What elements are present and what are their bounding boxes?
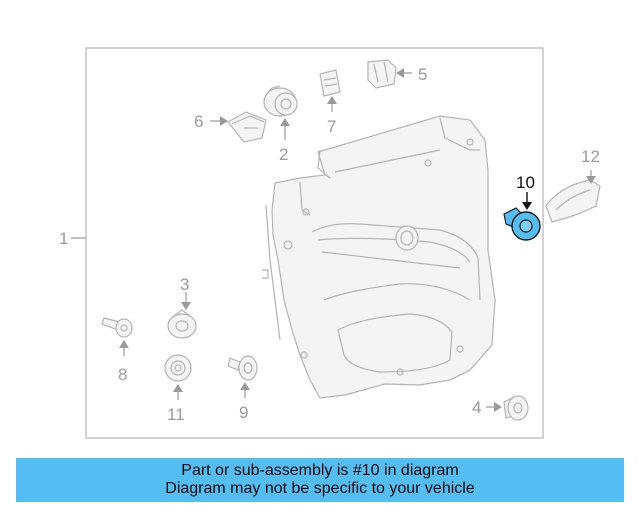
callout-8-arrowhead <box>119 340 129 348</box>
part-6-wedge-clip <box>227 111 267 143</box>
part-9-clip <box>227 355 258 381</box>
part-10-push-pin <box>503 207 541 241</box>
callout-11-arrowhead <box>173 384 183 392</box>
callout-10-arrowhead <box>522 202 532 210</box>
part-12-trim <box>545 179 601 223</box>
callout-12-arrowhead <box>586 176 596 184</box>
callout-4-label: 4 <box>472 398 481 417</box>
quarter-trim-panel <box>262 115 496 399</box>
callout-9-label: 9 <box>239 403 248 422</box>
callout-12-label: 12 <box>581 147 600 166</box>
part-3-clip <box>167 309 197 339</box>
callout-6-arrowhead <box>220 116 228 126</box>
banner-line-1: Part or sub-assembly is #10 in diagram <box>181 462 459 479</box>
callout-3-arrowhead <box>181 302 191 310</box>
callout-1-label: 1 <box>59 229 68 248</box>
callout-5-label: 5 <box>418 65 427 84</box>
callout-10-label: 10 <box>516 173 535 192</box>
part-2-grommet <box>263 85 298 117</box>
callout-7-label: 7 <box>327 117 336 136</box>
parts-diagram: 1 2 <box>59 47 601 439</box>
part-11-grommet <box>164 354 192 382</box>
callout-2-arrowhead <box>280 118 290 126</box>
callout-3-label: 3 <box>180 275 189 294</box>
part-info-banner: Part or sub-assembly is #10 in diagram D… <box>16 458 624 502</box>
banner-line-2: Diagram may not be specific to your vehi… <box>165 480 475 497</box>
part-7-clip <box>319 69 341 97</box>
part-4-clip <box>503 395 529 421</box>
callout-8-label: 8 <box>118 365 127 384</box>
callout-2-label: 2 <box>279 145 288 164</box>
callout-7-arrowhead <box>327 96 337 104</box>
callout-4-arrowhead <box>494 402 502 412</box>
callout-9-arrowhead <box>240 382 250 390</box>
callout-6-label: 6 <box>194 112 203 131</box>
callout-11-label: 11 <box>167 405 185 424</box>
part-8-screw <box>101 317 133 338</box>
callout-5-arrowhead <box>396 68 404 78</box>
part-5-retainer <box>367 59 397 89</box>
